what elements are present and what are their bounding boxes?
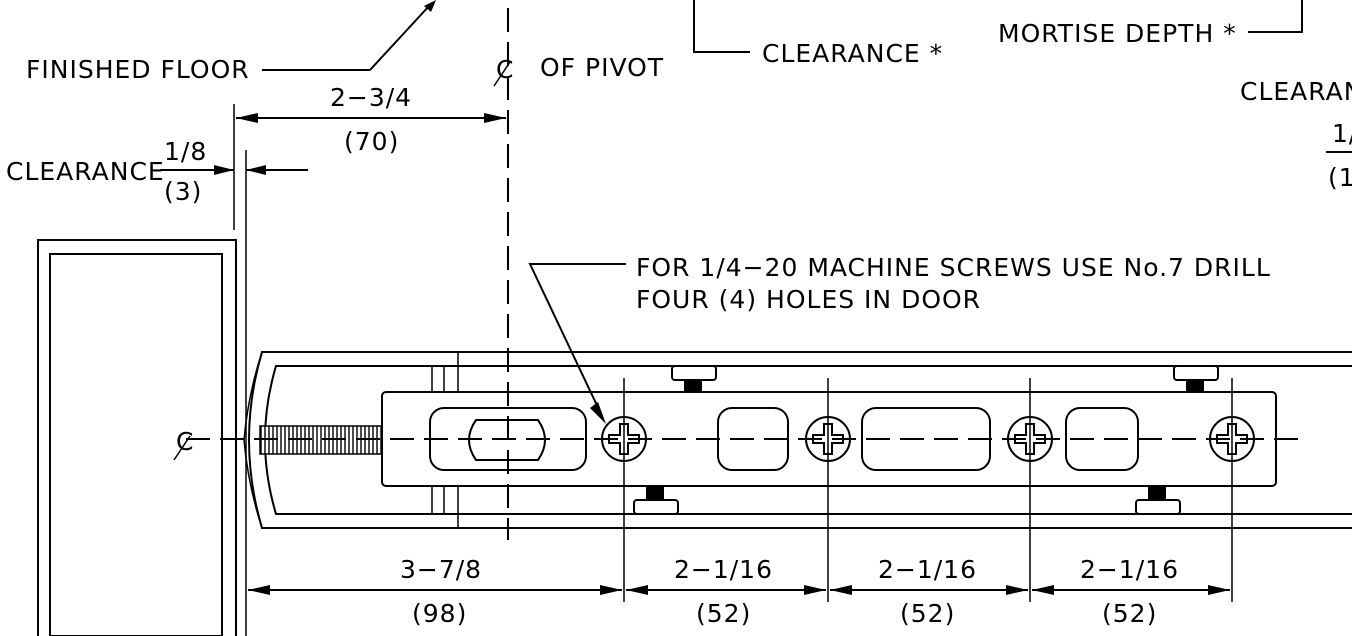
clearance-imperial: 1/8 bbox=[164, 137, 207, 166]
clearance-dimension: CLEARANCE 1/8 (3) bbox=[6, 137, 308, 370]
bottom-dim-3-imperial: 2−1/16 bbox=[878, 555, 977, 584]
adjust-nut-bottom-left bbox=[633, 486, 679, 515]
pivot-offset-dimension: 2−3/4 (70) bbox=[233, 83, 506, 230]
of-pivot-label: OF PIVOT bbox=[540, 53, 664, 82]
left-cl-symbol: C bbox=[176, 427, 194, 456]
clearance-right-label: CLEARAN bbox=[1240, 77, 1352, 106]
mortise-depth-label: MORTISE DEPTH * bbox=[998, 19, 1237, 48]
bottom-dim-1-metric: (98) bbox=[412, 599, 467, 628]
right-dim-imperial: 1/ bbox=[1332, 119, 1352, 148]
bottom-dimension-4: 2−1/16 (52) bbox=[1032, 555, 1230, 628]
bottom-dim-2-imperial: 2−1/16 bbox=[674, 555, 773, 584]
right-dim-metric: (1 bbox=[1328, 163, 1352, 192]
screw-note: FOR 1/4−20 MACHINE SCREWS USE No.7 DRILL… bbox=[528, 253, 1271, 424]
finished-floor-callout: FINISHED FLOOR bbox=[26, 0, 436, 84]
screw-note-line2: FOUR (4) HOLES IN DOOR bbox=[636, 285, 981, 314]
finished-floor-label: FINISHED FLOOR bbox=[26, 55, 250, 84]
bottom-dim-2-metric: (52) bbox=[696, 599, 751, 628]
clearance-top-label: CLEARANCE * bbox=[762, 39, 943, 68]
pivot-centerline-label: C OF PIVOT bbox=[493, 53, 664, 87]
left-centerline-symbol: C bbox=[173, 427, 194, 461]
clearance-top-callout: CLEARANCE * bbox=[693, 0, 943, 68]
adjust-nut-top-right bbox=[1173, 365, 1219, 392]
clearance-metric: (3) bbox=[164, 177, 202, 206]
bottom-dimension-2: 2−1/16 (52) bbox=[626, 555, 826, 628]
bottom-dimension-1: 3−7/8 (98) bbox=[248, 555, 622, 628]
screw-note-line1: FOR 1/4−20 MACHINE SCREWS USE No.7 DRILL bbox=[636, 253, 1271, 282]
pivot-offset-imperial: 2−3/4 bbox=[330, 83, 412, 112]
mortise-depth-callout: MORTISE DEPTH * bbox=[998, 0, 1303, 48]
adjust-nut-bottom-right bbox=[1135, 486, 1181, 515]
bottom-dim-3-metric: (52) bbox=[900, 599, 955, 628]
clearance-left-label: CLEARANCE bbox=[6, 157, 165, 186]
bottom-dimension-3: 2−1/16 (52) bbox=[830, 555, 1028, 628]
clearance-right-callout: CLEARAN 1/ (1 bbox=[1240, 77, 1352, 192]
pivot-offset-metric: (70) bbox=[344, 127, 399, 156]
bottom-dim-1-imperial: 3−7/8 bbox=[400, 555, 482, 584]
adjust-nut-top-left bbox=[671, 365, 717, 392]
bottom-dim-4-metric: (52) bbox=[1102, 599, 1157, 628]
bottom-dim-4-imperial: 2−1/16 bbox=[1080, 555, 1179, 584]
